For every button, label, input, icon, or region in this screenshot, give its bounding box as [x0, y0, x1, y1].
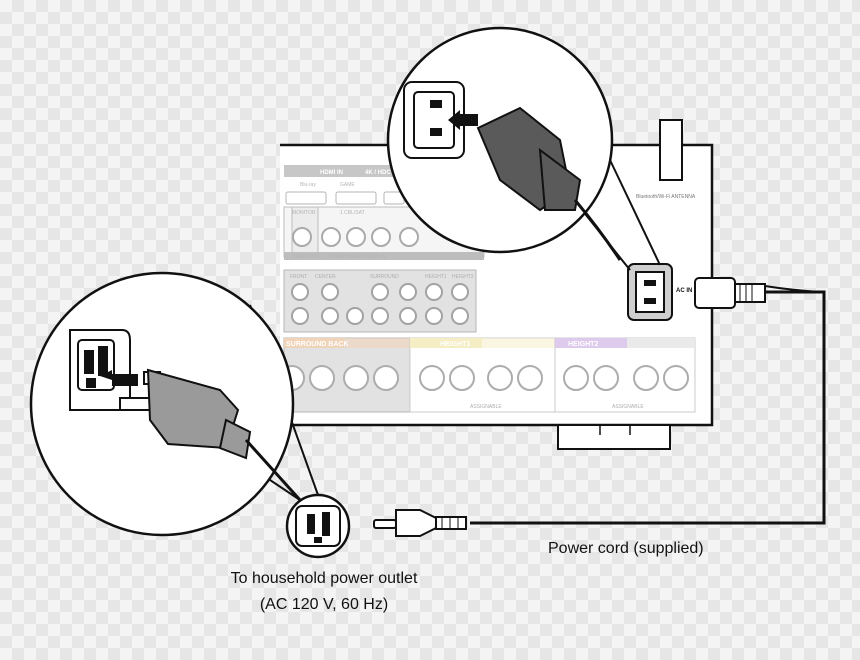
svg-text:VIDEO OUT: VIDEO OUT — [292, 254, 320, 260]
zoom-line — [609, 159, 661, 266]
antenna: Bluetooth/Wi-Fi ANTENNA — [636, 119, 696, 200]
speaker-terminals: SURROUND BACK HEIGHT1 HEIGHT2 ASSIGNABLE… — [279, 337, 696, 413]
svg-text:HEIGHT2: HEIGHT2 — [452, 274, 474, 280]
outlet-icon — [285, 493, 351, 559]
svg-text:SURROUND: SURROUND — [370, 274, 399, 280]
svg-text:HEIGHT1: HEIGHT1 — [425, 274, 447, 280]
svg-text:1 CBL/SAT: 1 CBL/SAT — [340, 210, 365, 216]
svg-text:HEIGHT2: HEIGHT2 — [568, 341, 598, 348]
preout-section: FRONT CENTER SURROUND HEIGHT1 HEIGHT2 — [283, 269, 477, 333]
svg-text:MONITOR: MONITOR — [292, 210, 316, 216]
power-cord — [470, 277, 826, 525]
svg-text:SURROUND BACK: SURROUND BACK — [286, 341, 349, 348]
svg-text:GAME: GAME — [340, 182, 355, 188]
svg-text:FRONT: FRONT — [290, 274, 307, 280]
hdmi-section: HDMI IN 4K / HDC Blu-ray GAME — [284, 165, 414, 205]
svg-text:HDMI IN: HDMI IN — [320, 170, 343, 176]
svg-text:AC IN: AC IN — [676, 288, 692, 294]
small-plug — [373, 509, 467, 537]
svg-text:HEIGHT1: HEIGHT1 — [440, 341, 470, 348]
svg-text:ASSIGNABLE: ASSIGNABLE — [612, 404, 644, 410]
ac-inlet: AC IN — [627, 263, 692, 321]
svg-text:Blu-ray: Blu-ray — [300, 182, 316, 188]
outlet-label-line1: To household power outlet — [230, 570, 418, 587]
svg-text:Bluetooth/Wi-Fi ANTENNA: Bluetooth/Wi-Fi ANTENNA — [636, 194, 696, 200]
outlet-label-line2: (AC 120 V, 60 Hz) — [259, 596, 389, 613]
inlet-zoom-circle — [386, 26, 622, 261]
svg-text:COMPONENT VIDEO IN: COMPONENT VIDEO IN — [330, 254, 386, 260]
svg-text:4K / HDC: 4K / HDC — [365, 170, 391, 176]
svg-text:ASSIGNABLE: ASSIGNABLE — [470, 404, 502, 410]
svg-text:CENTER: CENTER — [315, 274, 336, 280]
outlet-zoom-circle — [29, 271, 302, 537]
power-cord-label: Power cord (supplied) — [548, 540, 704, 557]
